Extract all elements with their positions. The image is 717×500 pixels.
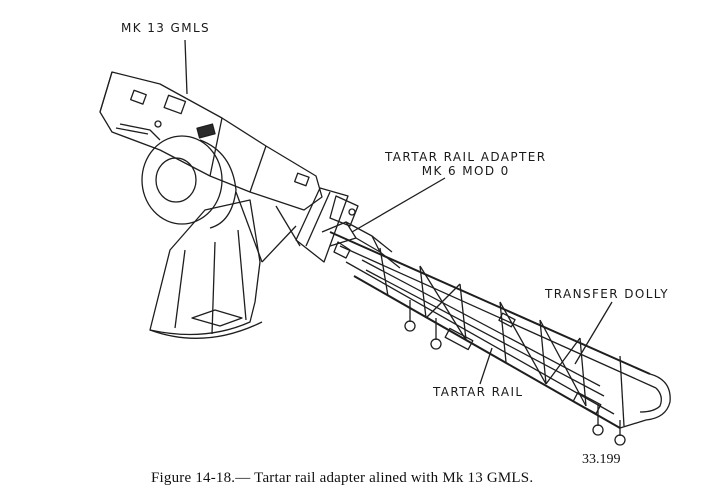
- transfer-dolly: [329, 231, 671, 446]
- tartar-rail: [361, 259, 601, 387]
- trunnion-housing: [141, 135, 223, 225]
- figure-number: 33.199: [582, 452, 621, 467]
- launcher-pedestal: [149, 199, 261, 336]
- figure-caption: Figure 14-18.— Tartar rail adapter aline…: [151, 470, 534, 486]
- label-mk13-gmls: MK 13 GMLS: [121, 21, 211, 35]
- label-transfer-dolly: TRANSFER DOLLY: [545, 287, 670, 301]
- tartar-rail-adapter: [321, 221, 401, 269]
- mk13-launcher: [99, 71, 359, 339]
- guide-arm: [99, 71, 323, 211]
- leader-adapter: [351, 177, 446, 233]
- label-adapter-line2: MK 6 MOD 0: [421, 164, 510, 178]
- leader-mk13: [184, 39, 188, 95]
- launcher-end-plate: [295, 187, 349, 263]
- leader-rail: [479, 347, 493, 385]
- dolly-casters: [404, 300, 626, 446]
- label-adapter-line1: TARTAR RAIL ADAPTER: [385, 150, 547, 164]
- label-tartar-rail-adapter: TARTAR RAIL ADAPTER MK 6 MOD 0: [385, 150, 546, 178]
- label-tartar-rail: TARTAR RAIL: [433, 385, 524, 399]
- leader-dolly: [574, 301, 613, 365]
- leader-lines: [184, 39, 613, 385]
